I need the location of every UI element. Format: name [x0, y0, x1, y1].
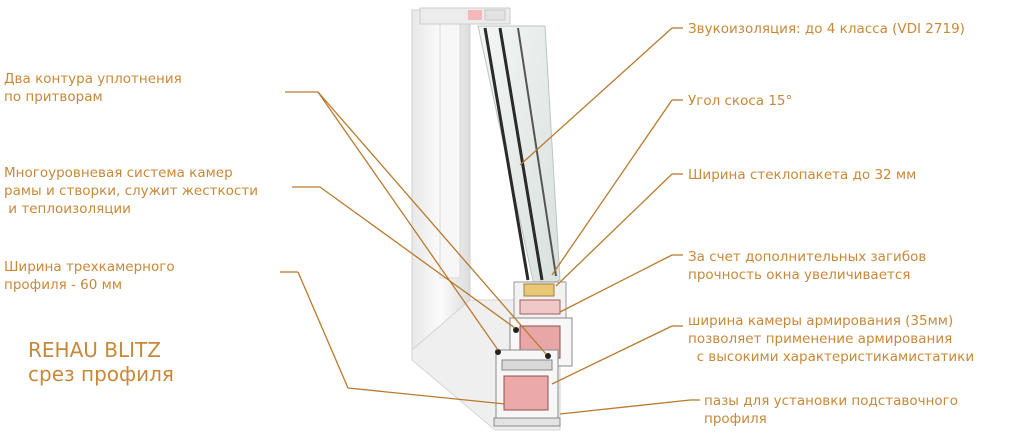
leader-bends-b — [559, 254, 673, 313]
leader-chambers-b — [319, 186, 516, 329]
leader-sound-b — [519, 27, 673, 166]
callout-grooves: пазы для установки подставочного профиля — [704, 393, 959, 427]
leader-glass-b — [555, 173, 673, 287]
callout-reinforcement: ширина камеры армирования (35мм) позволя… — [688, 313, 975, 365]
leader-bevel-b — [551, 99, 673, 276]
callout-glass-width: Ширина стеклопакета до 32 мм — [688, 167, 917, 183]
frame-section — [493, 349, 561, 427]
callout-seals: Два контура уплотнения по притворам — [4, 71, 182, 105]
brand-subtitle: срез профиля — [28, 362, 174, 386]
leader-seals-b — [317, 91, 499, 351]
leader-seals-c — [317, 91, 547, 355]
leader-width-c — [347, 387, 506, 405]
brand-name: REHAU BLITZ — [28, 338, 161, 362]
callout-extra-bends: За счет дополнительных загибов прочность… — [688, 249, 927, 283]
callout-sound-insulation: Звукоизоляция: до 4 класса (VDI 2719) — [688, 21, 965, 37]
seal-markers — [495, 327, 551, 359]
leader-width-b — [297, 271, 349, 389]
top-cut-section — [419, 7, 511, 25]
callout-chambers: Многоуровневая система камер рамы и ство… — [4, 165, 258, 217]
leader-grooves-b — [559, 399, 691, 415]
leader-reinforce-b — [551, 325, 673, 385]
leader-lines — [280, 27, 700, 415]
glass-unit — [477, 25, 561, 291]
brand-caption: REHAU BLITZ срез профиля — [28, 338, 174, 386]
callout-profile-width: Ширина трехкамерного профиля - 60 мм — [4, 259, 175, 293]
callout-bevel-angle: Угол скоса 15° — [688, 93, 793, 109]
